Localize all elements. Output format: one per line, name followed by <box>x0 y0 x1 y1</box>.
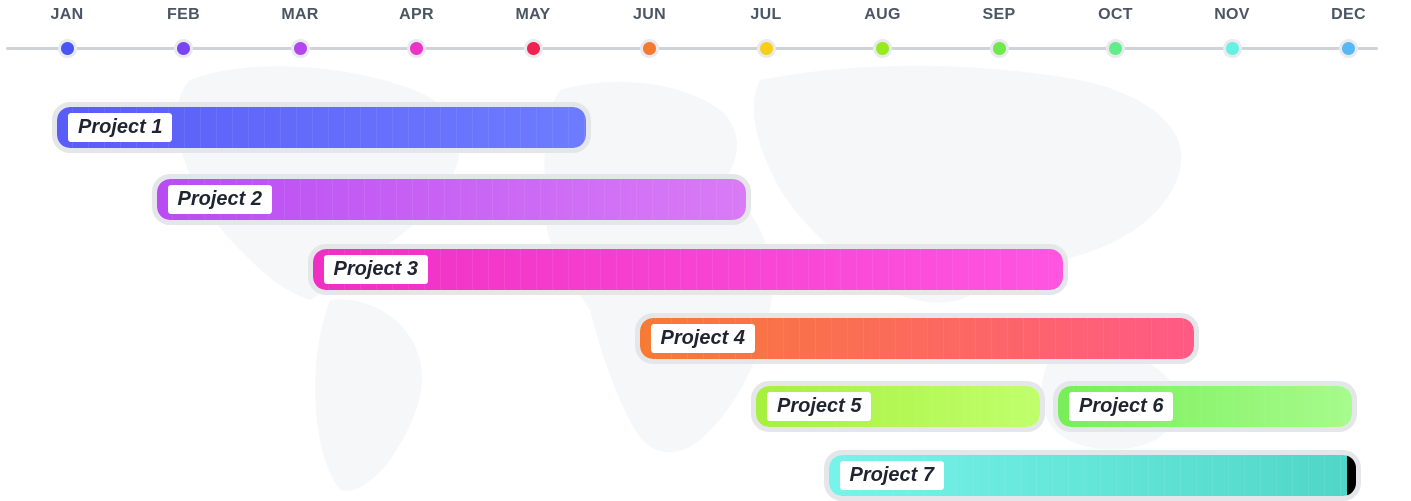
bar-label: Project 4 <box>650 324 755 353</box>
month-label-may: MAY <box>515 6 551 23</box>
month-dot-mar <box>290 39 310 58</box>
bar-end-cap <box>1346 455 1356 496</box>
month-label-feb: FEB <box>167 6 200 23</box>
gantt-bar-project-4[interactable]: Project 4 <box>634 313 1199 364</box>
bar-stripes <box>312 249 1063 290</box>
month-dot-jun <box>640 39 659 58</box>
month-label-apr: APR <box>399 6 434 23</box>
month-dot-sep <box>989 39 1009 58</box>
bar-label: Project 7 <box>839 461 944 490</box>
gantt-bar-project-5[interactable]: Project 5 <box>751 381 1045 432</box>
bar-label: Project 3 <box>323 255 428 284</box>
gantt-bar-project-6[interactable]: Project 6 <box>1053 381 1357 432</box>
month-dot-apr <box>407 39 426 58</box>
month-label-oct: OCT <box>1098 6 1133 23</box>
month-label-sep: SEP <box>982 6 1016 23</box>
month-dot-jan <box>57 39 77 58</box>
month-dot-nov <box>1222 39 1242 58</box>
month-label-jul: JUL <box>750 6 782 23</box>
bar-fill <box>312 249 1063 290</box>
south-america-shape <box>315 299 422 491</box>
month-label-dec: DEC <box>1331 6 1366 23</box>
month-label-mar: MAR <box>281 6 319 23</box>
month-dot-oct <box>1106 39 1125 58</box>
month-label-jun: JUN <box>633 6 666 23</box>
month-dot-jul <box>756 39 776 58</box>
month-label-nov: NOV <box>1214 6 1250 23</box>
gantt-bar-project-2[interactable]: Project 2 <box>151 174 751 225</box>
bar-label: Project 1 <box>68 113 173 142</box>
month-dot-may <box>523 39 543 58</box>
month-dot-dec <box>1339 39 1358 58</box>
month-dot-aug <box>873 39 892 58</box>
month-label-jan: JAN <box>50 6 84 23</box>
bar-label: Project 5 <box>767 392 872 421</box>
bar-label: Project 2 <box>167 185 272 214</box>
month-dot-feb <box>174 39 193 58</box>
timeline-axis-line <box>6 47 1378 50</box>
month-label-aug: AUG <box>864 6 901 23</box>
bar-label: Project 6 <box>1069 392 1174 421</box>
gantt-bar-project-7[interactable]: Project 7 <box>823 450 1361 501</box>
gantt-bar-project-1[interactable]: Project 1 <box>52 102 591 153</box>
gantt-bar-project-3[interactable]: Project 3 <box>307 244 1068 295</box>
asia-shape <box>753 65 1182 303</box>
